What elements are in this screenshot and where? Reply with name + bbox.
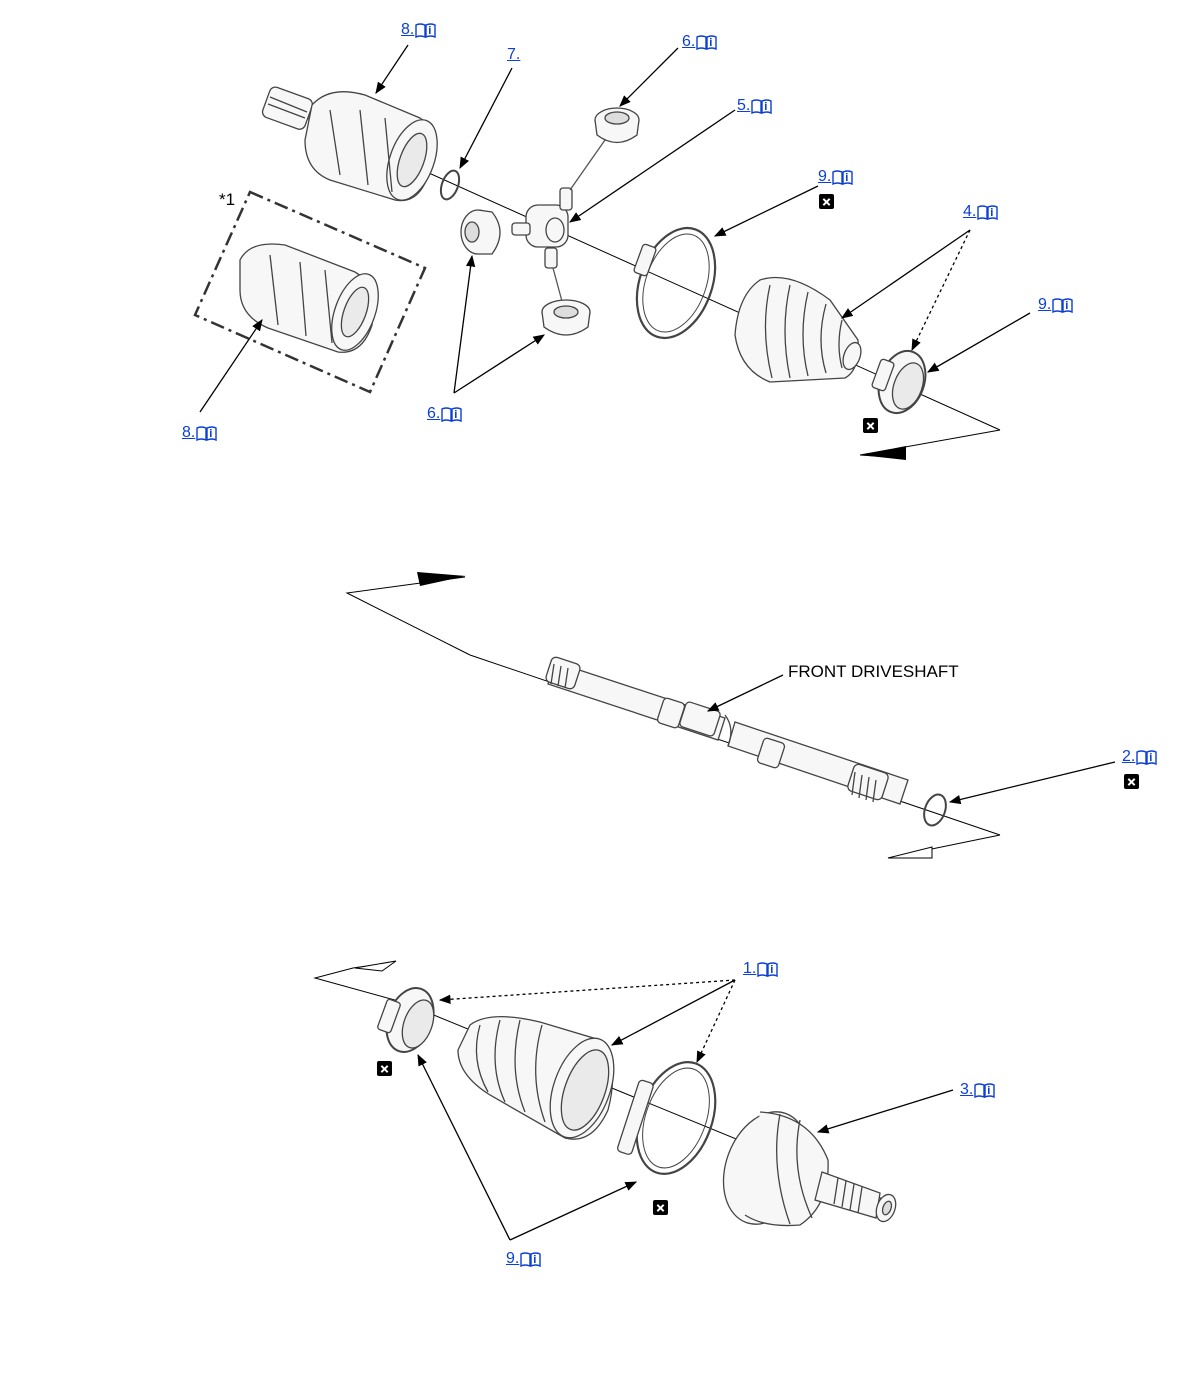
callout-8-top-label: 8.: [401, 21, 415, 38]
outboard-joint: [722, 1111, 897, 1227]
callout-2[interactable]: 2.: [1122, 748, 1158, 766]
manual-book-icon: [196, 425, 218, 441]
manual-book-icon: [696, 34, 718, 50]
roller-top: [594, 107, 640, 144]
note-1-label: *1: [219, 190, 236, 209]
callout-9-boot-band-label: 9.: [818, 168, 832, 185]
manual-book-icon: [977, 204, 999, 220]
outboard-boot: [457, 1016, 615, 1140]
callout-1[interactable]: 1.: [743, 960, 779, 978]
callout-9-lower[interactable]: 9.: [506, 1250, 542, 1268]
manual-book-icon: [832, 169, 854, 185]
roller-bottom: [541, 299, 591, 336]
manual-book-icon: [520, 1251, 542, 1267]
boot-band-large: [633, 226, 717, 340]
callout-3[interactable]: 3.: [960, 1081, 996, 1099]
replace-x-icon: [863, 418, 878, 433]
spider-tripod: [511, 139, 606, 306]
manual-book-icon: [441, 406, 463, 422]
manual-book-icon: [757, 961, 779, 977]
replace-x-icon: [377, 1061, 392, 1076]
callout-3-label: 3.: [960, 1081, 974, 1098]
manual-book-icon: [751, 98, 773, 114]
front-driveshaft-label: FRONT DRIVESHAFT: [788, 662, 959, 681]
inboard-joint-assembly: [193, 86, 1001, 460]
inboard-joint-housing: [261, 86, 438, 202]
replace-x-icon: [653, 1200, 668, 1215]
callout-8-bottom-label: 8.: [182, 424, 196, 441]
boot-band-small: [871, 350, 927, 414]
circlip: [439, 169, 461, 201]
manual-book-icon: [1052, 297, 1074, 313]
callout-8-bottom[interactable]: 8.: [182, 424, 218, 442]
manual-book-icon: [974, 1082, 996, 1098]
middle-leader-lines: [706, 674, 1116, 805]
callout-6-bottom-label: 6.: [427, 405, 441, 422]
callout-9-boot-band[interactable]: 9.: [818, 168, 854, 186]
callout-4-label: 4.: [963, 203, 977, 220]
callout-4[interactable]: 4.: [963, 203, 999, 221]
manual-book-icon: [1136, 749, 1158, 765]
callout-1-label: 1.: [743, 960, 757, 977]
callout-7[interactable]: 7.: [507, 46, 520, 64]
front-driveshaft-assembly: [345, 572, 1001, 859]
callout-9-clamp[interactable]: 9.: [1038, 296, 1074, 314]
callout-6-top-label: 6.: [682, 33, 696, 50]
replace-x-icon: [1124, 774, 1139, 789]
alternate-housing-box: [193, 190, 427, 394]
outboard-small-band: [377, 987, 435, 1053]
inboard-boot: [734, 276, 862, 383]
callout-9-clamp-label: 9.: [1038, 296, 1052, 313]
top-leader-lines: [199, 44, 1031, 413]
callout-9-lower-label: 9.: [506, 1250, 520, 1267]
outboard-large-band: [617, 1061, 717, 1175]
bottom-leader-lines: [417, 979, 954, 1241]
outboard-joint-assembly: [313, 960, 897, 1227]
callout-5-label: 5.: [737, 97, 751, 114]
manual-book-icon: [415, 22, 437, 38]
roller-left: [460, 209, 501, 255]
replace-x-icon: [819, 194, 834, 209]
callout-5[interactable]: 5.: [737, 97, 773, 115]
callout-6-top[interactable]: 6.: [682, 33, 718, 51]
callout-8-top[interactable]: 8.: [401, 21, 437, 39]
callout-6-bottom[interactable]: 6.: [427, 405, 463, 423]
callout-7-label: 7.: [507, 46, 521, 63]
callout-2-label: 2.: [1122, 748, 1136, 765]
